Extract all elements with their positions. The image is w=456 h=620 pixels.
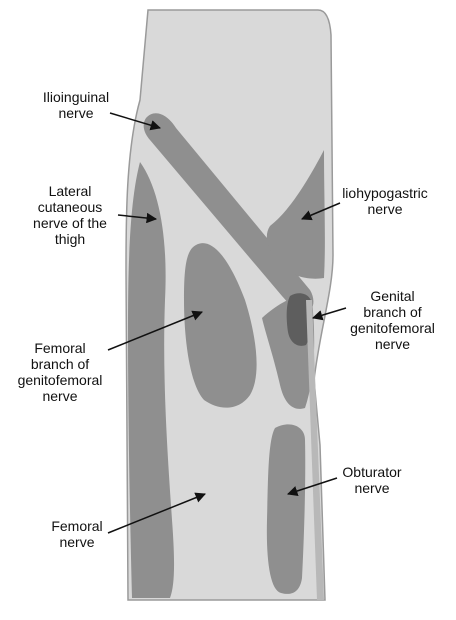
label-line: nerve [26,105,126,121]
label-line: nerve of the [22,215,118,231]
ilioinguinal-label: Ilioinguinal nerve [26,89,126,121]
label-line: cutaneous [22,199,118,215]
label-line: nerve [32,534,122,550]
label-line: Lateral [22,183,118,199]
label-line: branch of [6,356,114,372]
label-line: Ilioinguinal [26,89,126,105]
label-line: Obturator [322,464,422,480]
label-line: thigh [22,231,118,247]
femoral-branch-label: Femoral branch of genitofemoral nerve [6,340,114,404]
label-line: Femoral [32,518,122,534]
lateral-cutaneous-label: Lateral cutaneous nerve of the thigh [22,183,118,247]
label-line: Genital [335,288,450,304]
label-line: genitofemoral [6,372,114,388]
label-line: Femoral [6,340,114,356]
femoral-label: Femoral nerve [32,518,122,550]
label-line: nerve [322,480,422,496]
label-line: genitofemoral [335,320,450,336]
obturator-zone [267,424,305,594]
genital-branch-label: Genital branch of genitofemoral nerve [335,288,450,352]
label-line: liohypogastric [325,185,445,201]
label-line: nerve [325,201,445,217]
obturator-label: Obturator nerve [322,464,422,496]
label-line: nerve [6,388,114,404]
iliohypogastric-label: liohypogastric nerve [325,185,445,217]
label-line: nerve [335,336,450,352]
label-line: branch of [335,304,450,320]
